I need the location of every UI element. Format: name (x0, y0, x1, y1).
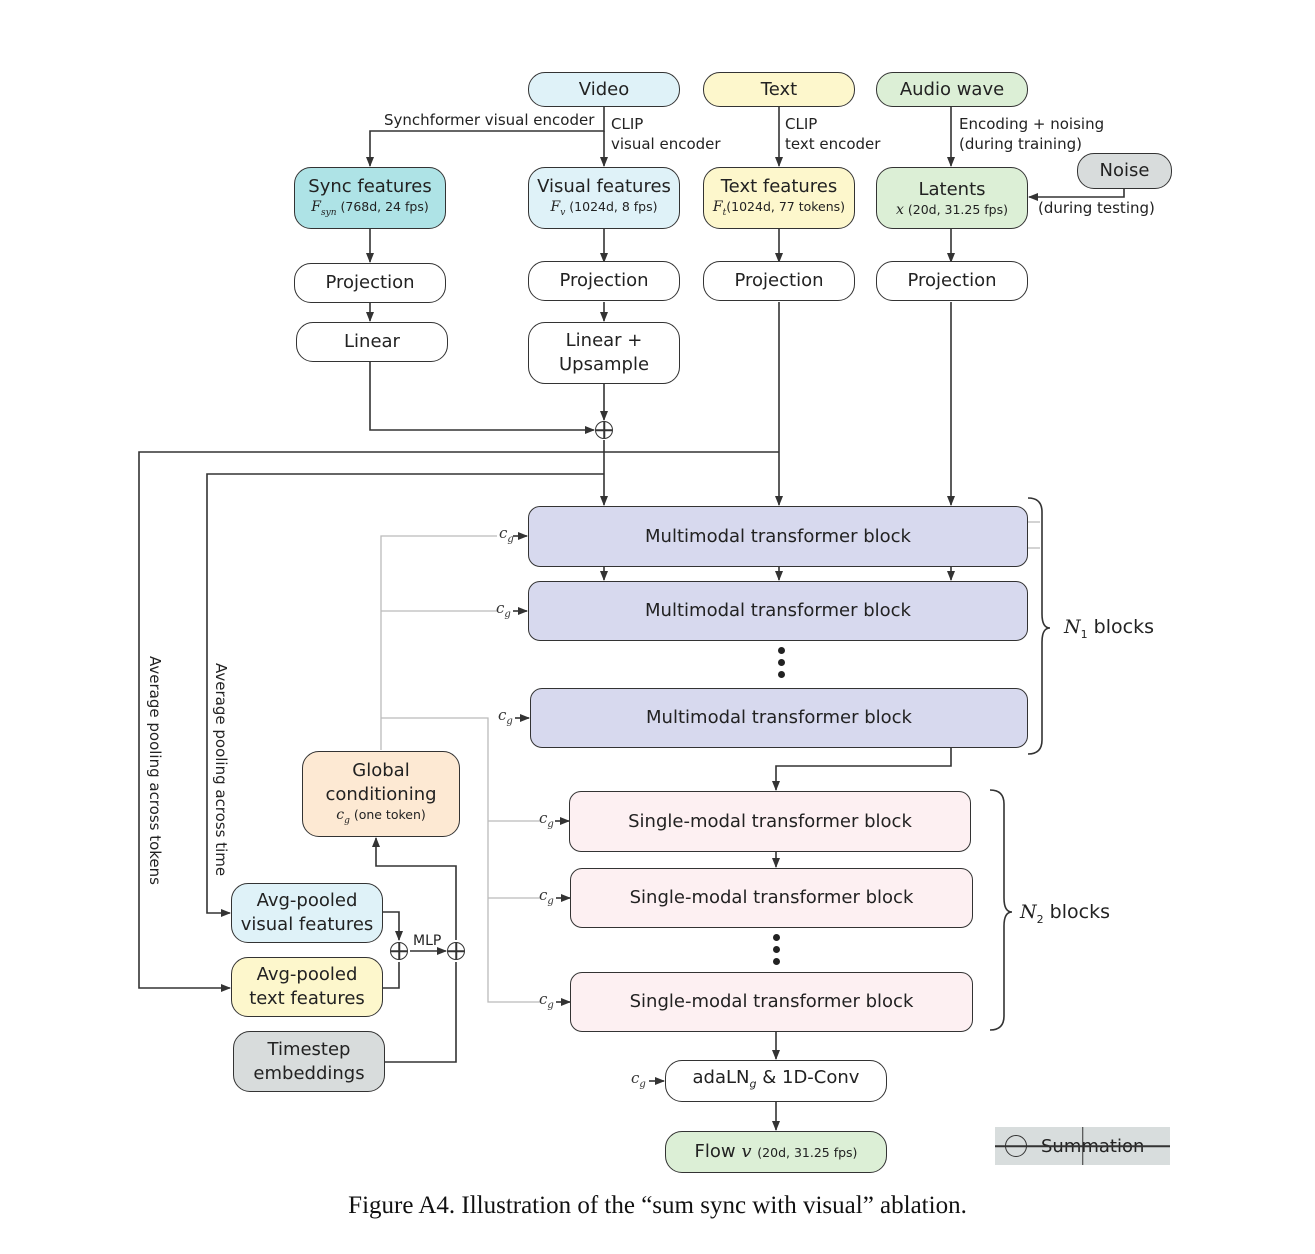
text-projection-box: Projection (703, 261, 855, 301)
sync-projection-label: Projection (325, 272, 415, 293)
sum-avg-icon (390, 942, 408, 960)
noise-label: Noise (1099, 160, 1150, 181)
multimodal-block-label: Multimodal transformer block (645, 600, 911, 621)
global-line-2: conditioning (325, 784, 437, 806)
audio-label: Audio wave (899, 78, 1005, 100)
synchformer-label: Synchformer visual encoder (384, 111, 595, 129)
singlemodal-block-2: Single-modal transformer block (570, 868, 973, 928)
latents-title: Latents (918, 179, 986, 200)
avg-visual-line-1: Avg-pooled (256, 890, 358, 911)
singlemodal-block-label: Single-modal transformer block (629, 887, 914, 908)
summation-icon (1005, 1135, 1027, 1157)
global-line-1: Global (352, 760, 410, 782)
encoding-label-2: (during training) (959, 135, 1082, 153)
encoding-label-1: Encoding + noising (959, 115, 1105, 133)
n1-blocks-label: N1 blocks (1064, 616, 1154, 641)
clip-visual-label-2: visual encoder (611, 135, 721, 153)
noise-input: Noise (1077, 153, 1172, 189)
adaln-label: adaLNg & 1D-Conv (692, 1066, 860, 1091)
figure-caption: Figure A4. Illustration of the “sum sync… (348, 1192, 967, 1219)
global-detail: cg (one token) (336, 807, 426, 826)
cg-label: cg (539, 809, 554, 830)
linear-label: Linear (344, 331, 400, 352)
edge-noise-latents (1028, 188, 1125, 201)
brace-n1 (1027, 497, 1051, 755)
singlemodal-block-n: Single-modal transformer block (570, 972, 973, 1032)
brace-n2 (989, 789, 1013, 1031)
flow-label: Flow v (20d, 31.25 fps) (694, 1141, 858, 1162)
latents-projection-label: Projection (907, 270, 997, 291)
avg-text-line-2: text features (249, 988, 365, 1009)
cg-label: cg (539, 886, 554, 907)
text-projection-label: Projection (734, 270, 824, 291)
latents-box: Latents x (20d, 31.25 fps) (876, 167, 1028, 229)
linear-upsample-box: Linear + Upsample (528, 322, 680, 384)
cg-label: cg (539, 990, 554, 1011)
sum-timestep-icon (447, 942, 465, 960)
global-conditioning-box: Global conditioning cg (one token) (302, 751, 460, 837)
text-features-title: Text features (720, 176, 838, 198)
text-features-detail: Ft(1024d, 77 tokens) (712, 199, 846, 218)
clip-visual-label-1: CLIP (611, 115, 644, 133)
cg-label: cg (499, 524, 514, 545)
linear-upsample-label-2: Upsample (558, 354, 650, 375)
avg-text-box: Avg-pooled text features (231, 957, 383, 1017)
timestep-line-1: Timestep (267, 1038, 351, 1060)
edge-avg-time (206, 473, 604, 917)
avg-visual-line-2: visual features (240, 914, 374, 935)
video-input: Video (528, 72, 680, 107)
cg-label: cg (631, 1069, 646, 1090)
during-testing-label: (during testing) (1038, 199, 1155, 217)
timestep-line-2: embeddings (253, 1062, 365, 1084)
cg-label: cg (496, 599, 511, 620)
singlemodal-block-1: Single-modal transformer block (569, 791, 971, 852)
edge-avg-tokens (138, 451, 779, 992)
timestep-box: Timestep embeddings (233, 1031, 385, 1092)
visual-projection-label: Projection (559, 270, 649, 291)
cg-label: cg (498, 706, 513, 727)
multimodal-ellipsis (778, 647, 786, 683)
audio-input: Audio wave (876, 72, 1028, 107)
latents-projection-box: Projection (876, 261, 1028, 301)
avg-text-line-1: Avg-pooled (256, 964, 358, 985)
n2-blocks-label: N2 blocks (1020, 901, 1110, 926)
sum-sync-visual-icon (595, 421, 613, 439)
sync-features-title: Sync features (308, 176, 432, 198)
avg-pooling-tokens-label: Average pooling across tokens (146, 656, 164, 885)
linear-upsample-label-1: Linear + (565, 330, 643, 351)
visual-features-box: Visual features Fv (1024d, 8 fps) (528, 167, 680, 229)
avg-pooling-time-label: Average pooling across time (212, 663, 230, 877)
multimodal-block-label: Multimodal transformer block (646, 707, 912, 728)
text-input: Text (703, 72, 855, 107)
visual-features-title: Visual features (537, 176, 671, 198)
sync-features-detail: Fsyn (768d, 24 fps) (311, 199, 429, 218)
singlemodal-ellipsis (773, 934, 781, 970)
edge-linear-sum (369, 362, 595, 434)
multimodal-block-n: Multimodal transformer block (530, 688, 1028, 748)
avg-visual-box: Avg-pooled visual features (231, 883, 383, 943)
flow-box: Flow v (20d, 31.25 fps) (665, 1131, 887, 1173)
clip-text-label-1: CLIP (785, 115, 818, 133)
edge-video-sync (366, 106, 605, 167)
mlp-label: MLP (413, 933, 442, 949)
adaln-box: adaLNg & 1D-Conv (665, 1060, 887, 1102)
text-label: Text (760, 78, 798, 100)
legend: Summation (995, 1127, 1170, 1165)
singlemodal-block-label: Single-modal transformer block (628, 810, 912, 832)
sync-features-box: Sync features Fsyn (768d, 24 fps) (294, 167, 446, 229)
video-label: Video (578, 78, 630, 100)
multimodal-block-1: Multimodal transformer block (528, 506, 1028, 567)
latents-detail: x (20d, 31.25 fps) (895, 202, 1009, 218)
singlemodal-block-label: Single-modal transformer block (629, 991, 914, 1012)
clip-text-label-2: text encoder (785, 135, 881, 153)
multimodal-block-label: Multimodal transformer block (645, 525, 911, 547)
sync-projection-box: Projection (294, 263, 446, 303)
visual-projection-box: Projection (528, 261, 680, 301)
visual-features-detail: Fv (1024d, 8 fps) (550, 199, 658, 218)
linear-box: Linear (296, 322, 448, 362)
text-features-box: Text features Ft(1024d, 77 tokens) (703, 167, 855, 229)
multimodal-block-2: Multimodal transformer block (528, 581, 1028, 641)
